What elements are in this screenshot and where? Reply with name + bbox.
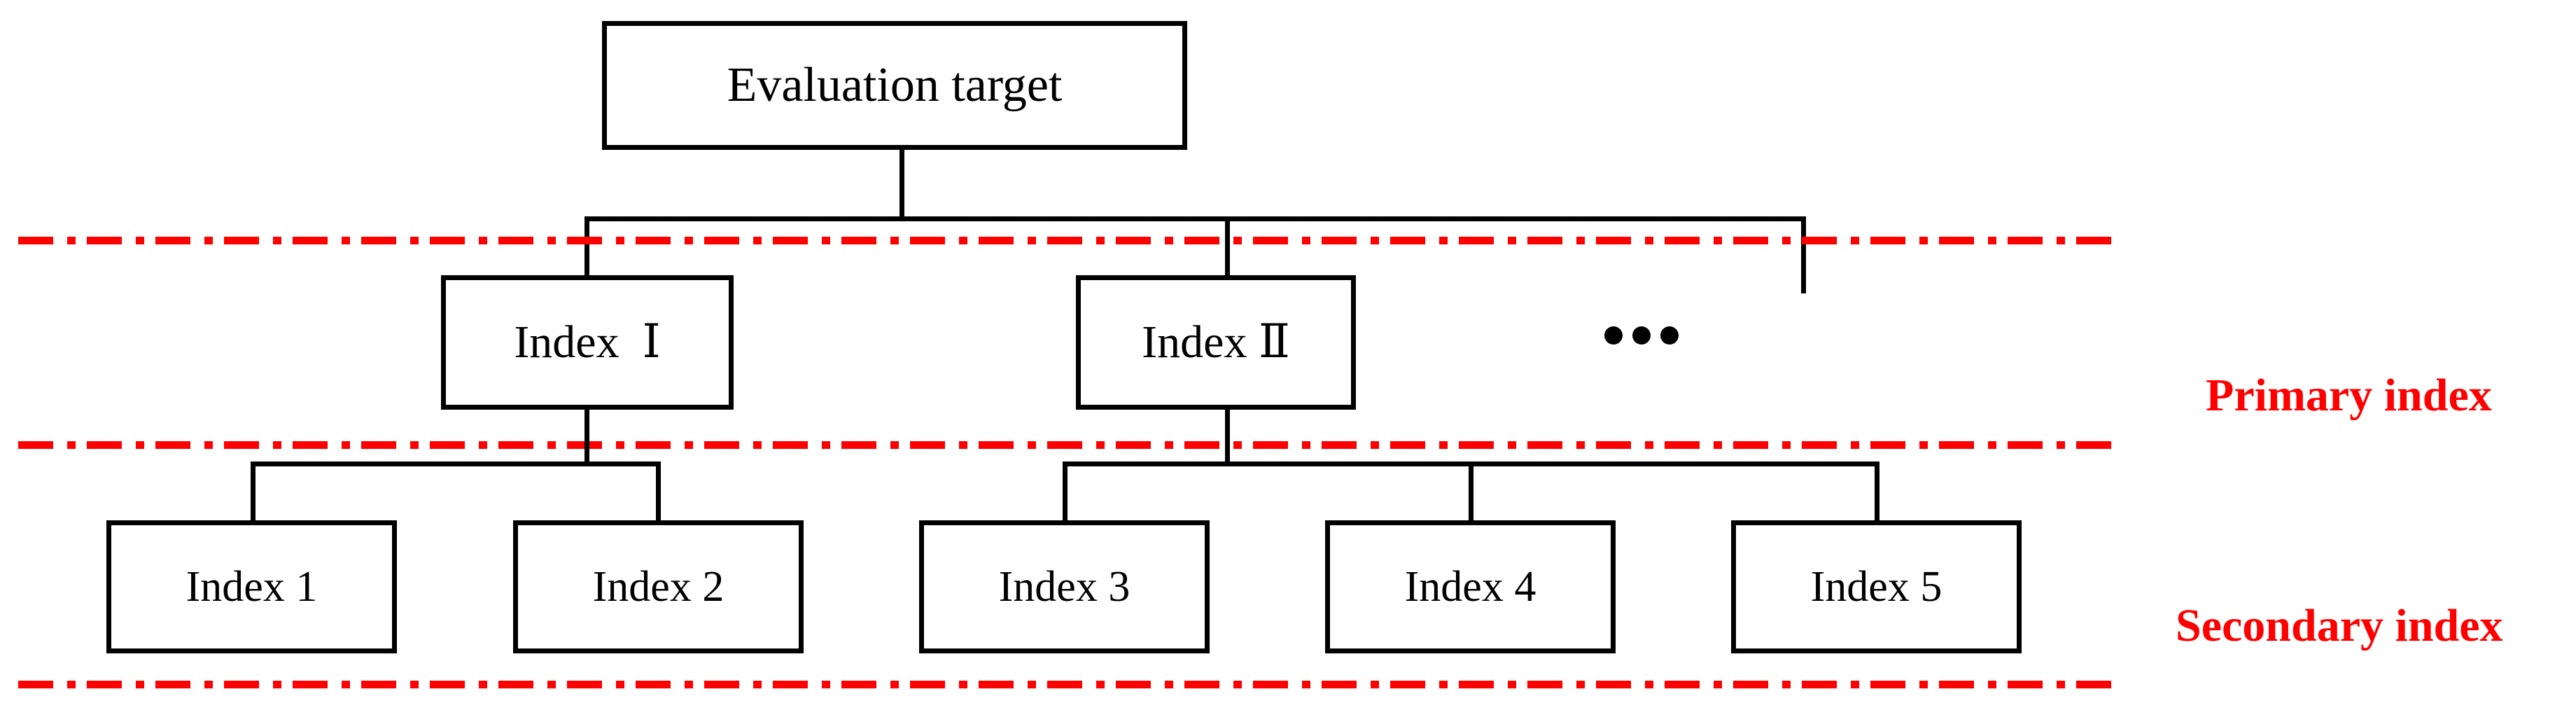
node-evaluation-target[interactable]: Evaluation target (602, 21, 1187, 150)
tier-label-secondary-index-text: Secondary index (2176, 600, 2503, 651)
node-index-1[interactable]: Index 1 (106, 520, 397, 653)
ellipsis-dot-2 (1632, 326, 1651, 345)
divider-secondary-bottom (18, 681, 2111, 688)
node-index-ii[interactable]: Index Ⅱ (1076, 275, 1356, 410)
connector-primary-bus (584, 216, 1806, 221)
node-index-5-label: Index 5 (1810, 563, 1942, 611)
connector-to-index-2 (656, 461, 661, 523)
ellipsis-more-primary-indexes (1604, 326, 1679, 345)
connector-primary-branch-2 (1225, 216, 1230, 278)
node-index-i-label: Index Ⅰ (514, 317, 661, 368)
node-index-2[interactable]: Index 2 (513, 520, 804, 653)
node-index-i[interactable]: Index Ⅰ (441, 275, 734, 410)
node-index-4[interactable]: Index 4 (1325, 520, 1616, 653)
tier-label-secondary-index: Secondary index (2129, 557, 2503, 695)
connector-index-i-drop (584, 408, 589, 464)
connector-to-index-3 (1063, 461, 1068, 523)
connector-to-index-5 (1875, 461, 1879, 523)
divider-between-tiers (18, 441, 2111, 449)
node-index-ii-label: Index Ⅱ (1142, 317, 1290, 368)
ellipsis-dot-1 (1604, 326, 1623, 345)
connector-to-index-4 (1469, 461, 1474, 523)
connector-root-drop (899, 147, 904, 221)
connector-primary-branch-1 (584, 216, 589, 278)
ellipsis-dot-3 (1660, 326, 1679, 345)
node-index-1-label: Index 1 (186, 563, 318, 611)
node-index-2-label: Index 2 (592, 563, 724, 611)
node-index-3-label: Index 3 (998, 563, 1130, 611)
connector-primary-branch-more (1801, 216, 1806, 293)
node-index-3[interactable]: Index 3 (919, 520, 1210, 653)
node-index-5[interactable]: Index 5 (1731, 520, 2022, 653)
divider-primary-top (18, 237, 2111, 244)
node-evaluation-target-label: Evaluation target (727, 58, 1063, 112)
tier-label-primary-index: Primary index (2160, 326, 2492, 465)
tier-label-primary-index-text: Primary index (2206, 370, 2492, 421)
node-index-4-label: Index 4 (1404, 563, 1536, 611)
connector-index-i-bus (251, 461, 661, 466)
connector-to-index-1 (251, 461, 255, 523)
connector-index-ii-drop (1225, 408, 1230, 464)
